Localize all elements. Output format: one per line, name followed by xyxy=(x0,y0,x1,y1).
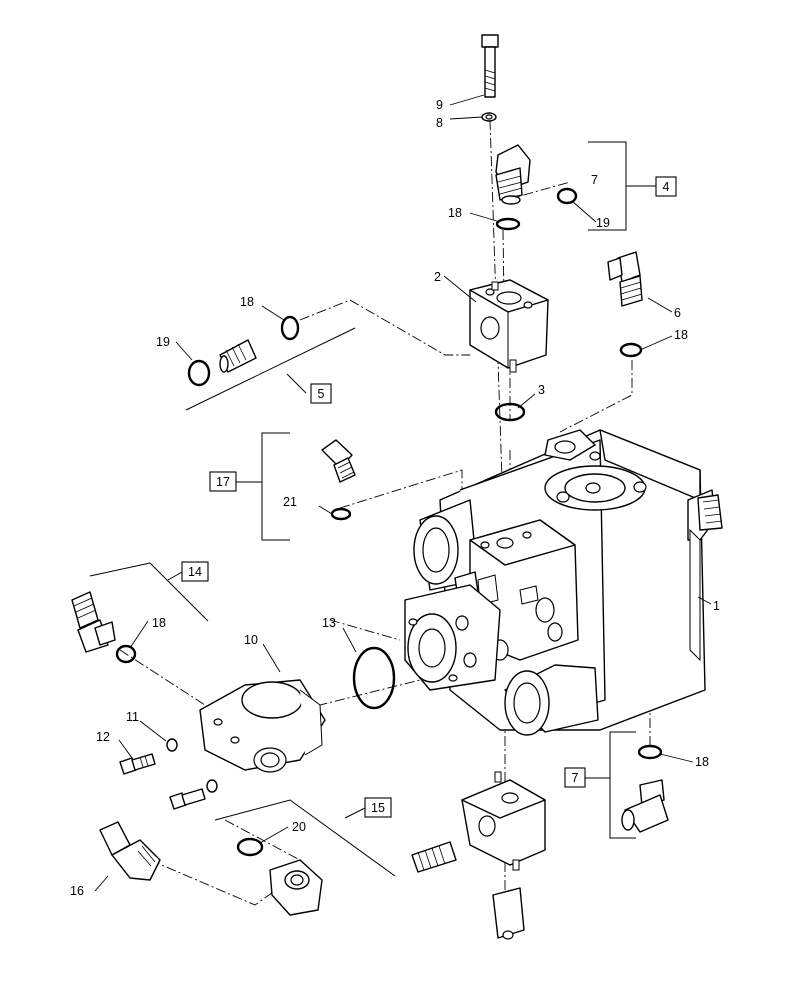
charge-pump xyxy=(199,679,326,773)
o-ring-18-7 xyxy=(637,744,663,760)
callout-box-4: 4 xyxy=(655,176,677,197)
bolt-lower xyxy=(169,779,218,810)
callout-7-small: 7 xyxy=(591,173,598,187)
callout-11: 11 xyxy=(126,710,139,724)
callout-18-14: 18 xyxy=(152,616,166,630)
main-pump-housing xyxy=(404,429,723,736)
callout-2: 2 xyxy=(434,270,441,284)
callout-box-15: 15 xyxy=(364,797,392,818)
lower-valve-block xyxy=(461,771,546,871)
o-ring-19-top xyxy=(556,187,578,205)
elbow-fitting-7 xyxy=(621,779,669,833)
callout-15: 15 xyxy=(371,801,385,815)
callout-labels: 1 2 3 6 7 8 9 10 11 12 13 16 18 18 18 18… xyxy=(70,98,720,898)
o-ring-18-right xyxy=(619,342,643,358)
o-ring-19-left xyxy=(187,359,211,387)
callout-14: 14 xyxy=(188,565,202,579)
callout-19-left: 19 xyxy=(156,335,170,349)
elbow-fitting-top xyxy=(495,144,531,205)
o-ring-18-left xyxy=(280,315,300,341)
valve-block xyxy=(469,279,549,373)
callout-10: 10 xyxy=(244,633,258,647)
o-ring-18-14 xyxy=(115,644,137,664)
tee-fitting-14 xyxy=(71,591,116,653)
callout-7: 7 xyxy=(572,771,579,785)
callout-9: 9 xyxy=(436,98,443,112)
callout-4: 4 xyxy=(663,180,670,194)
callout-18-top: 18 xyxy=(448,206,462,220)
elbow-45-fitting xyxy=(321,439,356,483)
washer-11 xyxy=(166,738,178,752)
lower-straight-fitting xyxy=(411,841,457,873)
callout-box-17: 17 xyxy=(209,471,237,492)
callout-6: 6 xyxy=(674,306,681,320)
washer xyxy=(481,112,497,122)
o-ring-20 xyxy=(236,837,264,857)
callout-20: 20 xyxy=(292,820,306,834)
callout-box-7: 7 xyxy=(564,767,586,788)
o-ring-13 xyxy=(352,646,396,710)
brackets xyxy=(89,141,656,877)
callout-17: 17 xyxy=(216,475,230,489)
callout-13: 13 xyxy=(322,616,336,630)
tee-fitting-right xyxy=(607,251,643,307)
fitting-15 xyxy=(269,859,323,916)
o-ring-21 xyxy=(330,507,352,521)
o-ring-3 xyxy=(494,402,526,422)
callout-5: 5 xyxy=(318,387,325,401)
callout-18-7: 18 xyxy=(695,755,709,769)
callout-1: 1 xyxy=(713,599,720,613)
o-ring-18-top xyxy=(495,217,521,231)
callout-19-top: 19 xyxy=(596,216,610,230)
leader-lines xyxy=(94,94,712,892)
lower-elbow-fitting xyxy=(492,887,525,940)
callout-box-5: 5 xyxy=(310,383,332,404)
straight-fitting-left xyxy=(219,339,257,373)
callout-12: 12 xyxy=(96,730,110,744)
callout-3: 3 xyxy=(538,383,545,397)
bolt-12 xyxy=(119,753,156,775)
callout-21: 21 xyxy=(283,495,297,509)
callout-18-right: 18 xyxy=(674,328,688,342)
callout-box-14: 14 xyxy=(181,561,209,582)
bolt xyxy=(481,34,499,98)
callout-18-left: 18 xyxy=(240,295,254,309)
callout-16: 16 xyxy=(70,884,84,898)
elbow-fitting-16 xyxy=(99,821,161,881)
callout-8: 8 xyxy=(436,116,443,130)
